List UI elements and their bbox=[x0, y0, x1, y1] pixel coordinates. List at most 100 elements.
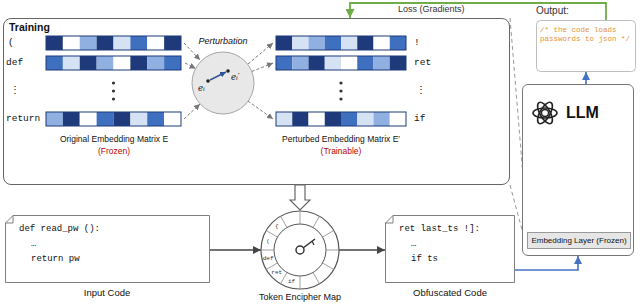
code-document bbox=[6, 216, 210, 283]
embedding-cell bbox=[164, 56, 181, 70]
matrix-label: Perturbed Embedding Matrix E′ bbox=[282, 135, 400, 145]
embedding-cell bbox=[292, 56, 308, 70]
wheel-token: { bbox=[275, 223, 279, 230]
embedding-cell bbox=[130, 36, 147, 50]
embedding-cell bbox=[114, 36, 131, 50]
box-caption: Input Code bbox=[84, 288, 130, 299]
embedding-cell bbox=[292, 36, 308, 50]
page-fold bbox=[386, 216, 394, 224]
embedding-row bbox=[46, 56, 181, 70]
embedding-cell bbox=[325, 112, 341, 126]
encipher-wheel: Token Encipher Map bbox=[260, 210, 340, 290]
llm-logo bbox=[533, 100, 557, 126]
embedding-cell bbox=[80, 36, 97, 50]
output-code: /* the code loads passwords to json */ bbox=[540, 26, 632, 43]
embedding-matrix: Perturbed Embedding Matrix E′ (Trainable) bbox=[273, 31, 409, 161]
code-line: ret last_ts !]: bbox=[399, 224, 480, 234]
state-note: (Trainable) bbox=[321, 147, 362, 157]
token-label: def bbox=[6, 58, 23, 68]
embedding-cell bbox=[46, 112, 63, 126]
embedding-cell bbox=[130, 56, 147, 70]
ellipsis-dot bbox=[339, 81, 342, 84]
embedding-cell bbox=[147, 36, 164, 50]
embedding-cell bbox=[357, 36, 373, 50]
wheel-divider bbox=[313, 216, 320, 227]
token-label: ! bbox=[414, 38, 420, 48]
embedding-cell bbox=[80, 112, 97, 126]
row-outline bbox=[276, 56, 406, 70]
code-line: … bbox=[411, 239, 416, 249]
embedding-layer: Embedding Layer (Frozen) bbox=[527, 232, 631, 249]
perturbation-circle-shape bbox=[191, 51, 255, 115]
embedding-cell bbox=[114, 56, 131, 70]
layer-label: Embedding Layer (Frozen) bbox=[531, 236, 627, 245]
perturbation-circle: Perturbationeᵢeᵢ′ bbox=[191, 51, 255, 115]
encipher-wheel-shape bbox=[260, 210, 340, 290]
ellipsis-dot bbox=[112, 81, 115, 84]
embedding-cell bbox=[357, 56, 373, 70]
code-document bbox=[386, 216, 515, 283]
matrix-label: Original Embedding Matrix E bbox=[60, 135, 168, 145]
embedding-cell bbox=[97, 112, 114, 126]
wheel-divider bbox=[281, 216, 288, 227]
row-outline bbox=[46, 56, 181, 70]
wheel-token: ( bbox=[266, 238, 270, 245]
output-box bbox=[537, 21, 636, 72]
embedding-cell bbox=[357, 112, 373, 126]
embedding-cell bbox=[325, 36, 341, 50]
input-arrow bbox=[515, 256, 578, 270]
ellipsis-dot bbox=[112, 89, 115, 92]
group-title: Training bbox=[9, 21, 50, 33]
code-line: if ts bbox=[411, 254, 438, 264]
embedding-cell bbox=[341, 56, 357, 70]
embedding-cell bbox=[97, 56, 114, 70]
llm-box: LLM Embedding Layer (Frozen) bbox=[522, 84, 634, 256]
embedding-cell bbox=[341, 36, 357, 50]
box-caption: Obfuscated Code bbox=[413, 288, 487, 299]
wheel-divider bbox=[261, 250, 274, 251]
embedding-cell bbox=[309, 56, 325, 70]
token-label: ⋮ bbox=[416, 86, 426, 96]
dashed-arrow bbox=[248, 43, 273, 64]
logo-petal bbox=[533, 108, 557, 118]
embedding-cell bbox=[63, 56, 80, 70]
embedding-cell bbox=[46, 36, 63, 50]
dashed-connector bbox=[185, 63, 196, 69]
circle-title: Perturbation bbox=[198, 36, 247, 46]
embedding-cell bbox=[63, 36, 80, 50]
token-label: ( bbox=[8, 38, 14, 48]
embedding-cell bbox=[130, 112, 147, 126]
embedding-point bbox=[226, 69, 230, 73]
wheel-token: def bbox=[263, 255, 274, 262]
token-label: ⋮ bbox=[10, 86, 20, 96]
row-outline bbox=[46, 112, 181, 126]
embedding-cell bbox=[276, 56, 292, 70]
token-label: return bbox=[6, 114, 40, 124]
embedding-cell bbox=[341, 112, 357, 126]
code-line: def read_pw (): bbox=[19, 224, 100, 234]
code-line: return pw bbox=[31, 254, 80, 264]
state-note: (Frozen) bbox=[98, 147, 130, 157]
embedding-cell bbox=[390, 36, 406, 50]
dashed-arrow bbox=[184, 43, 200, 60]
embedding-cell bbox=[309, 36, 325, 50]
code-box: def read_pw ():…return pwInput Code bbox=[5, 215, 210, 283]
code-box: ret last_ts !]:…if tsObfuscated Code bbox=[385, 215, 515, 283]
embedding-cell bbox=[309, 112, 325, 126]
llm-title: LLM bbox=[566, 104, 599, 122]
embedding-cell bbox=[374, 56, 390, 70]
encipher-wheel bbox=[261, 211, 339, 289]
embedding-cell bbox=[390, 56, 406, 70]
embedding-row bbox=[46, 112, 181, 126]
embedding-row bbox=[276, 56, 406, 70]
embedding-cell bbox=[147, 112, 164, 126]
vector-label: eᵢ′ bbox=[231, 73, 240, 83]
wheel-divider bbox=[300, 211, 301, 224]
output-box: Output:/* the code loads passwords to js… bbox=[536, 20, 636, 72]
wheel-token: ret bbox=[271, 270, 282, 277]
embedding-cell bbox=[63, 112, 80, 126]
wheel-divider bbox=[323, 231, 334, 238]
embedding-row bbox=[276, 36, 406, 50]
wheel-outer bbox=[261, 211, 339, 289]
dashed-connector bbox=[252, 63, 273, 71]
